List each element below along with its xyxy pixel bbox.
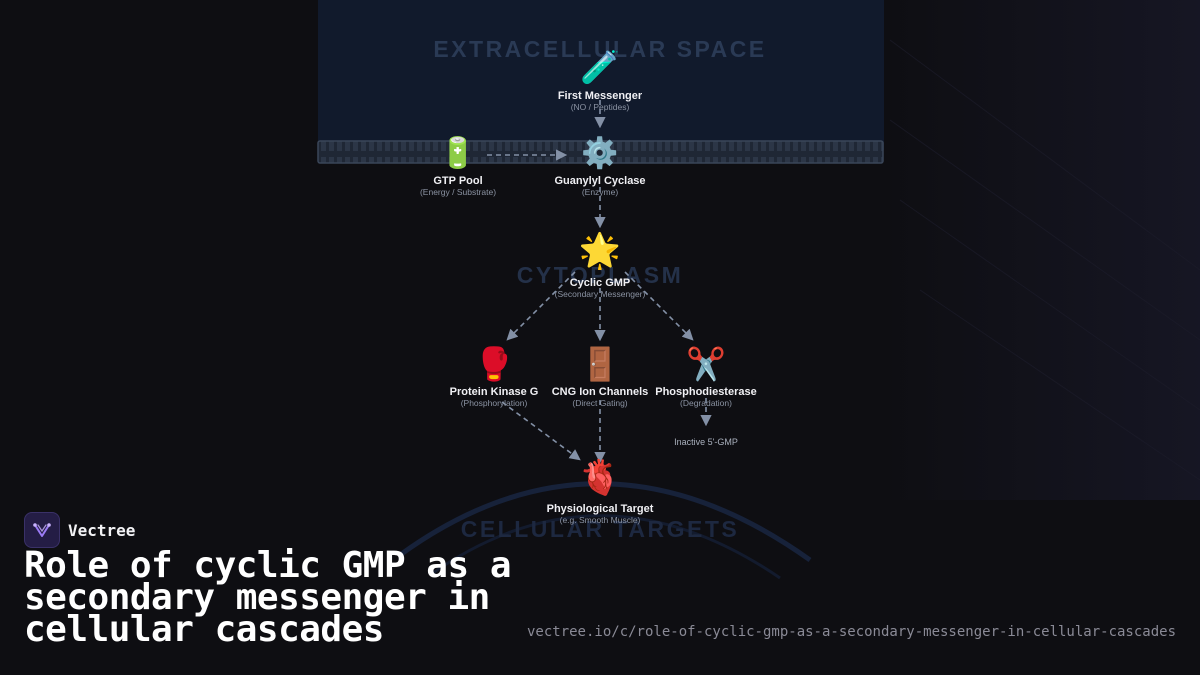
zone-label-cytoplasm: CYTOPLASM (517, 262, 683, 288)
node-label: First Messenger (558, 90, 643, 102)
node-guanylyl-cyclase: ⚙️ Guanylyl Cyclase (Enzyme) (554, 135, 645, 197)
node-label: Guanylyl Cyclase (554, 175, 645, 187)
node-sublabel: (Energy / Substrate) (420, 187, 496, 197)
node-sublabel: (Direct Gating) (572, 398, 627, 408)
gear-icon: ⚙️ (581, 135, 618, 170)
zone-label-targets: CELLULAR TARGETS (461, 516, 740, 542)
node-sublabel: (e.g. Smooth Muscle) (560, 515, 641, 525)
node-physiological-target: 🫀 Physiological Target (e.g. Smooth Musc… (547, 458, 654, 525)
page-title: Role of cyclic GMP as a secondary messen… (24, 545, 512, 650)
arrow-pkg-to-target (501, 401, 581, 461)
boxing-glove-icon: 🥊 (474, 346, 514, 382)
inactive-gmp-label: Inactive 5'-GMP (674, 437, 738, 447)
node-sublabel: (Enzyme) (582, 187, 619, 197)
node-sublabel: (NO / Peptides) (571, 102, 630, 112)
anatomical-heart-icon: 🫀 (579, 458, 621, 497)
node-label: GTP Pool (433, 175, 482, 187)
brand-name: Vectree (68, 520, 136, 540)
node-label: CNG Ion Channels (552, 386, 649, 398)
arrow-cgmp-to-pkg (506, 271, 576, 341)
node-label: Protein Kinase G (450, 386, 539, 398)
star-icon: 🌟 (579, 231, 621, 271)
test-tube-icon: 🧪 (580, 49, 620, 85)
brand[interactable]: Vectree (24, 512, 135, 548)
cell-membrane (317, 140, 884, 164)
node-sublabel: (Phosphorylation) (461, 398, 528, 408)
node-sublabel: (Degradation) (680, 398, 732, 408)
node-protein-kinase-g: 🥊 Protein Kinase G (Phosphorylation) (450, 346, 539, 408)
arrow-cgmp-to-pde (624, 271, 694, 341)
node-first-messenger: 🧪 First Messenger (NO / Peptides) (558, 49, 643, 112)
zone-label-extracellular: EXTRACELLULAR SPACE (433, 36, 766, 62)
battery-icon: 🔋 (439, 135, 476, 170)
node-cyclic-gmp: 🌟 Cyclic GMP (Secondary Messenger) (555, 231, 646, 299)
page-url[interactable]: vectree.io/c/role-of-cyclic-gmp-as-a-sec… (526, 624, 1176, 640)
scissors-icon: ✂️ (686, 345, 726, 382)
node-gtp-pool: 🔋 GTP Pool (Energy / Substrate) (420, 135, 496, 197)
node-sublabel: (Secondary Messenger) (555, 289, 646, 299)
node-cng-ion-channels: 🚪 CNG Ion Channels (Direct Gating) (552, 346, 649, 408)
vectree-logo-icon (24, 512, 60, 548)
node-label: Cyclic GMP (570, 277, 631, 289)
node-label: Physiological Target (547, 503, 654, 515)
door-icon: 🚪 (580, 346, 620, 382)
node-phosphodiesterase: ✂️ Phosphodiesterase (Degradation) (655, 345, 756, 408)
node-label: Phosphodiesterase (655, 386, 756, 398)
targets-zone-arc (398, 481, 812, 563)
